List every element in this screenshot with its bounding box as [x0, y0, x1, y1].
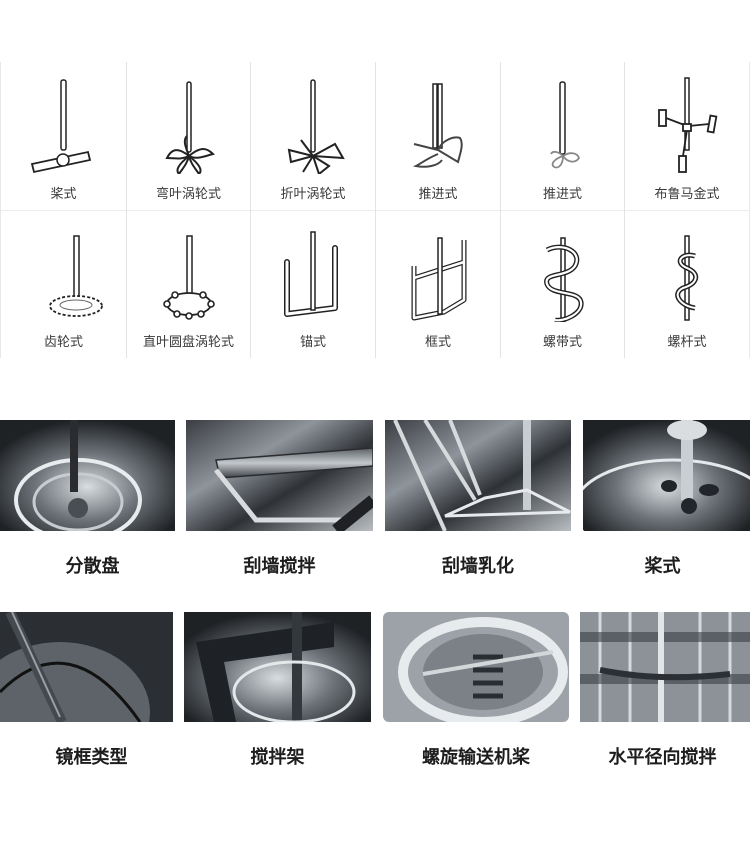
wall-scraper-emulsifier-photo [385, 420, 571, 531]
toothed-disc-impeller-icon [48, 235, 103, 317]
anchor-impeller-icon [284, 231, 338, 317]
paddle-agitator-photo [583, 420, 750, 531]
propeller-impeller-small-icon [549, 81, 580, 169]
diagram-row-1: 桨式 弯叶涡轮式 [0, 62, 750, 210]
photo-caption: 镜框类型 [55, 747, 128, 768]
diagram-label: 推进式 [542, 187, 582, 202]
photo-caption: 分散盘 [65, 556, 120, 577]
photo-caption: 搅拌架 [250, 747, 305, 768]
diagram-cell-brumagin: 布鲁马金式 [624, 62, 750, 210]
horizontal-radial-agitator-photo [580, 612, 750, 722]
diagram-label: 布鲁马金式 [654, 187, 720, 202]
curved-blade-turbine-icon [164, 81, 215, 174]
photo-caption: 螺旋输送机桨 [422, 747, 530, 768]
diagram-label: 螺带式 [542, 335, 582, 350]
diagram-cell-frame: 框式 [375, 210, 500, 358]
helical-ribbon-impeller-icon [543, 237, 584, 322]
diagram-label: 弯叶涡轮式 [155, 187, 221, 202]
diagram-label: 锚式 [299, 335, 326, 350]
diagram-cell-screw: 螺杆式 [624, 210, 750, 358]
agitator-frame-photo [184, 612, 371, 722]
propeller-impeller-icon [412, 83, 463, 168]
diagram-cell-straight-blade-disc-turbine: 直叶圆盘涡轮式 [126, 210, 250, 358]
pitched-blade-turbine-icon [287, 79, 345, 174]
diagram-row-2: 齿轮式 直叶圆盘涡轮式 [0, 210, 750, 358]
diagram-cell-propeller-small: 推进式 [500, 62, 624, 210]
photo-caption: 刮墙搅拌 [243, 556, 316, 577]
photo-caption: 水平径向搅拌 [608, 747, 717, 768]
diagram-cell-curved-blade-turbine: 弯叶涡轮式 [126, 62, 250, 210]
diagram-cell-paddle: 桨式 [0, 62, 126, 210]
diagram-label: 折叶涡轮式 [280, 187, 346, 202]
diagram-cell-pitched-blade-turbine: 折叶涡轮式 [250, 62, 375, 210]
diagram-label: 直叶圆盘涡轮式 [142, 335, 234, 350]
diagram-label: 齿轮式 [43, 335, 83, 350]
diagram-cell-propeller: 推进式 [375, 62, 500, 210]
photo-caption: 刮墙乳化 [442, 556, 514, 577]
dispersion-disc-photo [0, 420, 175, 531]
diagram-label: 推进式 [418, 187, 458, 202]
screw-conveyor-paddle-photo [383, 612, 569, 722]
wall-scraper-agitator-photo [186, 420, 373, 531]
brumagin-impeller-icon [658, 77, 718, 173]
diagram-cell-helical-ribbon: 螺带式 [500, 210, 624, 358]
screw-impeller-icon [675, 235, 699, 321]
diagram-label: 桨式 [50, 187, 77, 202]
photo-caption: 桨式 [644, 556, 681, 577]
diagram-cell-anchor: 锚式 [250, 210, 375, 358]
diagram-cell-toothed-disc: 齿轮式 [0, 210, 126, 358]
paddle-impeller-icon [30, 79, 91, 174]
diagram-label: 框式 [424, 335, 451, 350]
impeller-type-diagram-grid: 桨式 弯叶涡轮式 [0, 62, 750, 358]
straight-blade-disc-turbine-icon [162, 235, 215, 320]
frame-impeller-icon [411, 237, 467, 321]
mirror-frame-agitator-photo [0, 612, 173, 722]
diagram-label: 螺杆式 [667, 335, 707, 350]
